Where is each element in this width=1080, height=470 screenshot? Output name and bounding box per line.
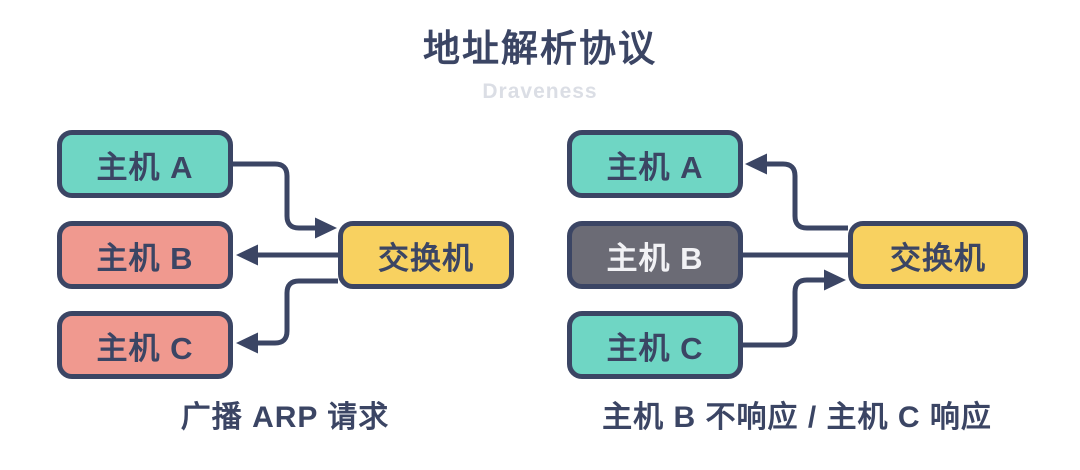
left-host-b-label: 主机 B — [96, 240, 194, 276]
arrowhead-icon-left-switch — [315, 217, 337, 239]
right-diagram-caption: 主机 B 不响应 / 主机 C 响应 — [602, 401, 992, 434]
arrowhead-icon-right-switch — [824, 269, 846, 291]
left-switch-label: 交换机 — [378, 240, 474, 276]
left-host-c-label: 主机 C — [96, 330, 194, 366]
left-host-a-label: 主机 A — [96, 149, 194, 185]
right-host-b-box: 主机 B — [567, 221, 743, 289]
right-host-c-box: 主机 C — [567, 311, 743, 379]
arrowhead-icon-left-host-c — [236, 332, 258, 354]
right-host-a-box: 主机 A — [567, 130, 743, 198]
right-host-b-label: 主机 B — [606, 240, 704, 276]
arrowhead-icon-right-host-a — [745, 153, 767, 175]
watermark-text: Draveness — [482, 80, 598, 103]
left-host-b-box: 主机 B — [57, 221, 233, 289]
right-switch-label: 交换机 — [890, 240, 986, 276]
edge-right-switch-to-host-a — [767, 161, 848, 231]
edge-right-host-c-to-switch — [743, 277, 824, 348]
page-title: 地址解析协议 — [423, 28, 657, 69]
left-host-a-box: 主机 A — [57, 130, 233, 198]
right-host-a-label: 主机 A — [606, 149, 704, 185]
right-host-c-label: 主机 C — [606, 330, 704, 366]
edge-left-host-a-to-switch — [233, 161, 316, 231]
left-host-c-box: 主机 C — [57, 311, 233, 379]
edge-left-switch-to-host-c — [258, 278, 338, 346]
arrowhead-icon-left-host-b — [236, 244, 258, 266]
left-diagram-caption: 广播 ARP 请求 — [180, 401, 390, 434]
left-switch-box: 交换机 — [338, 221, 514, 289]
right-switch-box: 交换机 — [848, 221, 1028, 289]
